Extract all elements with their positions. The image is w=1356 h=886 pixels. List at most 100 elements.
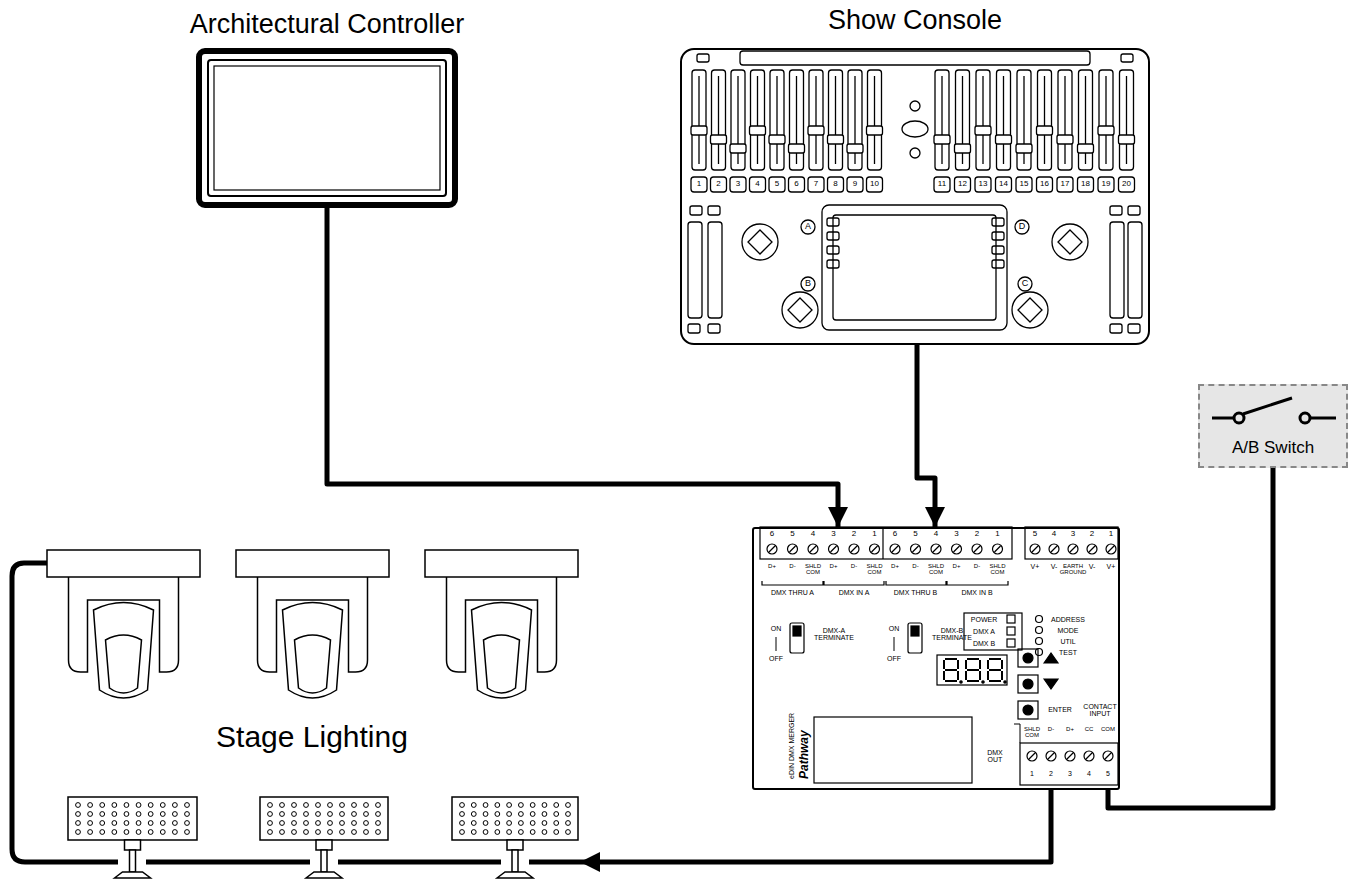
stage-lighting-drawing [471,830,476,835]
stage-lighting-drawing [542,830,547,835]
switch-box: A/B Switch [1198,384,1348,468]
ab-switch-drawing [1311,417,1336,420]
stage-lighting-drawing [185,821,190,826]
console-drawing [801,220,815,234]
merger-drawing [1086,753,1092,759]
console-drawing [688,324,700,333]
pin-label: 5 [1102,770,1114,777]
merger-drawing [829,544,839,554]
stage-lighting-drawing [507,840,523,850]
stage-lighting-drawing [518,803,523,808]
key-label: 17 [1057,180,1073,188]
stage-lighting-drawing [304,812,309,817]
merger-drawing [1020,743,1118,785]
stage-lighting-drawing [306,872,342,878]
pin-label: 3 [1064,770,1076,777]
stage-lighting-drawing [185,812,190,817]
stage-lighting-drawing [352,812,357,817]
console-drawing [740,51,1090,65]
merger-drawing [760,527,1118,785]
pin-label: 4 [1083,770,1095,777]
stage-lighting-drawing [566,830,571,835]
console-drawing [757,76,758,164]
stage-lighting-drawing [566,812,571,817]
pin-label: 6 [888,530,902,538]
brand-logo: Pathway [798,730,811,779]
pin-label: V+ [1104,563,1118,570]
pin-label: 3 [827,530,841,538]
console-drawing [1110,324,1122,333]
stage-lighting-drawing [185,830,190,835]
pin-label: DMX IN B [948,589,1006,596]
stage-lighting-drawing [530,803,535,808]
console-drawing [1079,70,1093,170]
console-drawing [992,232,1004,240]
pin-label: DMX OUT [983,749,1007,764]
console-drawing [809,70,823,170]
stage-lighting-drawing [518,812,523,817]
merger-drawing [933,546,939,552]
pin-label: DMX A [965,628,1003,635]
key-label: 1 [691,180,707,188]
controller-screen [214,66,440,190]
stage-lighting-drawing [88,830,93,835]
console-drawing [976,70,990,170]
stage-lighting-drawing [364,830,369,835]
stage-lighting-drawing [295,635,331,693]
console-box: Show Console [680,48,1150,345]
stage-lighting-drawing [100,821,105,826]
stage-lighting-drawing [530,830,535,835]
merger-drawing [908,623,922,653]
console-drawing [1016,144,1032,153]
console-drawing [742,224,778,260]
key-label: 10 [867,180,883,188]
pin-label: DMX IN A [825,589,883,596]
merger-drawing [831,546,837,552]
key-label: 3 [730,180,746,188]
console-drawing [730,177,746,192]
pin-label: SHLD COM [988,563,1008,576]
console-drawing [711,177,727,192]
merger-drawing [767,544,777,554]
pin-label: 4 [929,530,943,538]
console-drawing [1058,230,1082,254]
pin-label: CC [1080,726,1098,732]
pin-label: V+ [1028,563,1042,570]
pin-label: EARTH GROUND [1059,563,1087,576]
key-label: 4 [750,180,766,188]
merger-drawing [1014,724,1020,743]
pin-label: DMX-A TERMINATE [812,627,856,642]
merger-drawing [1048,753,1054,759]
switch-label: A/B Switch [1200,439,1346,458]
pin-label: 1 [991,530,1005,538]
stage-lighting-drawing [148,812,153,817]
pin-label: OFF [767,655,785,662]
stage-lighting-drawing [512,850,518,872]
merger-drawing [964,613,1022,650]
stage-lighting-drawing [495,830,500,835]
console-drawing [708,222,722,318]
console-drawing [934,177,950,192]
stage-lighting-drawing [76,830,81,835]
console-drawing [776,76,777,164]
stage-lighting-drawing [316,821,321,826]
merger-drawing [793,626,801,636]
stage-lighting-drawing [115,872,151,878]
stage-lighting-drawing [100,803,105,808]
key-label: 2 [711,180,727,188]
stage-lighting-drawing [304,821,309,826]
ab-switch-drawing [1243,398,1292,414]
dmx-cable [1108,468,1273,808]
console-drawing [955,177,971,192]
pin-label: D+ [1061,726,1079,732]
group-label: Stage Lighting [162,720,462,753]
console-drawing [801,277,815,291]
console-drawing [697,54,709,62]
stage-lighting-drawing [554,821,559,826]
console-drawing [1057,135,1073,144]
stage-lighting-drawing [460,812,465,817]
stage-lighting-drawing [76,821,81,826]
dmx-cable [580,790,1051,862]
console-drawing [828,177,844,192]
stage-lighting-drawing [94,603,154,699]
